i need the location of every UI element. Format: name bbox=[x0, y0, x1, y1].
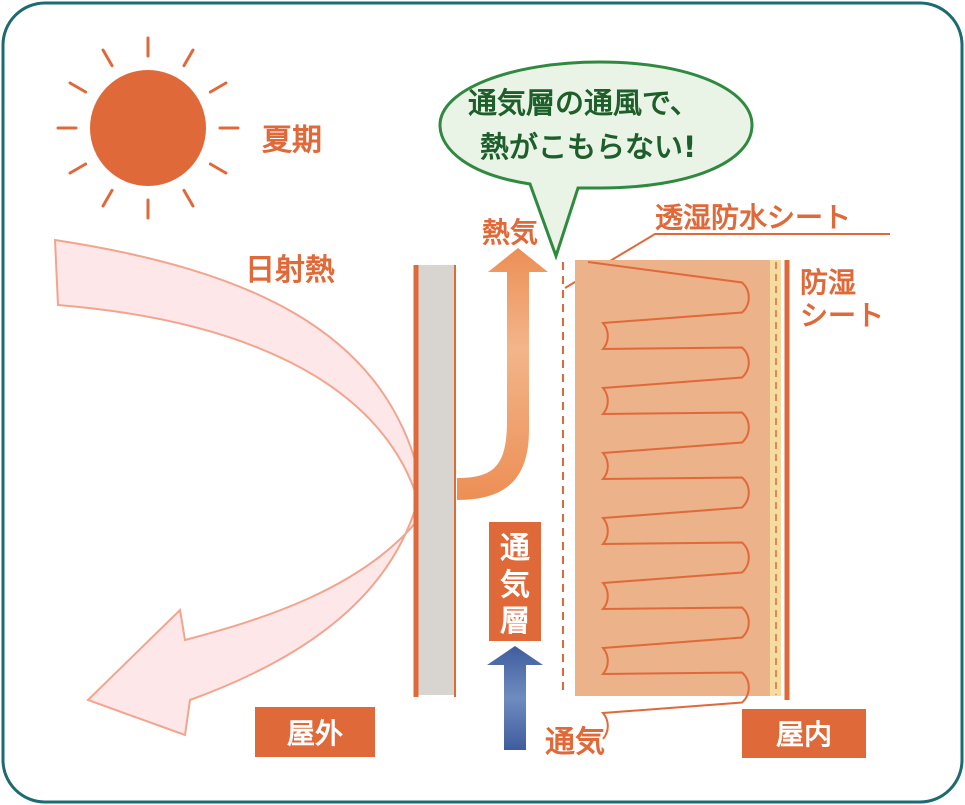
heat-air-label: 熱気 bbox=[482, 216, 538, 249]
indoor-label: 屋内 bbox=[776, 718, 832, 751]
sun-ray bbox=[101, 48, 114, 68]
sun-ray bbox=[208, 81, 228, 94]
speech-bubble bbox=[438, 60, 754, 261]
sun-ray bbox=[208, 162, 228, 175]
vapor-barrier-label-1: 防湿 bbox=[800, 266, 856, 299]
bubble-text-line1: 通気層の通風で、 bbox=[468, 86, 699, 120]
insulation-pattern bbox=[587, 261, 750, 740]
solar-heat-arrow bbox=[53, 238, 420, 737]
outdoor-label: 屋外 bbox=[287, 717, 343, 750]
vapor-barrier-label-2: シート bbox=[800, 299, 884, 332]
air-layer-char: 通 bbox=[500, 531, 530, 566]
sun-ray bbox=[68, 81, 88, 94]
indoor-badge bbox=[742, 709, 866, 758]
season-label: 夏期 bbox=[262, 123, 322, 158]
bubble-text-line2: 熱がこもらない! bbox=[480, 130, 696, 164]
sun-ray bbox=[101, 188, 114, 208]
sun-icon bbox=[56, 36, 240, 220]
outdoor-badge bbox=[255, 707, 375, 757]
ventilation-arrow bbox=[487, 646, 543, 750]
breathable-sheet-label: 透湿防水シート bbox=[655, 201, 851, 234]
sun-ray bbox=[182, 188, 195, 208]
sun-ray bbox=[68, 162, 88, 175]
exterior-wall-panel bbox=[418, 265, 455, 695]
heat-air-arrow bbox=[457, 248, 548, 500]
air-layer-box bbox=[489, 522, 541, 641]
air-layer-char: 気 bbox=[500, 568, 530, 603]
sun-ray bbox=[182, 48, 195, 68]
air-layer-char: 層 bbox=[500, 604, 530, 639]
ventilation-label: 通気 bbox=[545, 725, 605, 760]
solar-heat-label: 日射熱 bbox=[245, 253, 335, 288]
